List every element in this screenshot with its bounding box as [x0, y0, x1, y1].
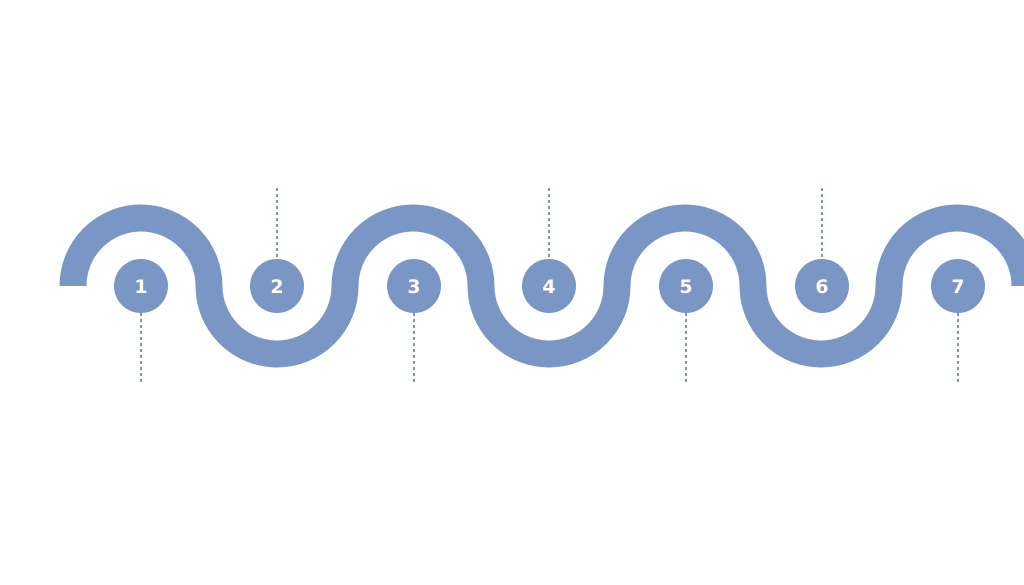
step-marker-5: 5: [659, 259, 713, 313]
step-circle: [250, 259, 304, 313]
step-marker-2: 2: [250, 259, 304, 313]
step-label: 2: [270, 276, 283, 298]
step-circle: [114, 259, 168, 313]
step-marker-1: 1: [114, 259, 168, 313]
step-circle: [659, 259, 713, 313]
step-label: 3: [407, 276, 420, 298]
wave-path: [59, 204, 1024, 368]
step-circle: [387, 259, 441, 313]
step-marker-6: 6: [795, 259, 849, 313]
step-marker-7: 7: [931, 259, 985, 313]
step-label: 7: [951, 276, 964, 298]
step-circle: [795, 259, 849, 313]
step-label: 1: [134, 276, 147, 298]
step-circle: [931, 259, 985, 313]
step-markers: 1 2 3 4 5 6 7: [114, 259, 985, 313]
step-marker-4: 4: [522, 259, 576, 313]
step-circle: [522, 259, 576, 313]
step-label: 5: [679, 276, 692, 298]
step-label: 6: [815, 276, 828, 298]
step-marker-3: 3: [387, 259, 441, 313]
step-label: 4: [542, 276, 555, 298]
